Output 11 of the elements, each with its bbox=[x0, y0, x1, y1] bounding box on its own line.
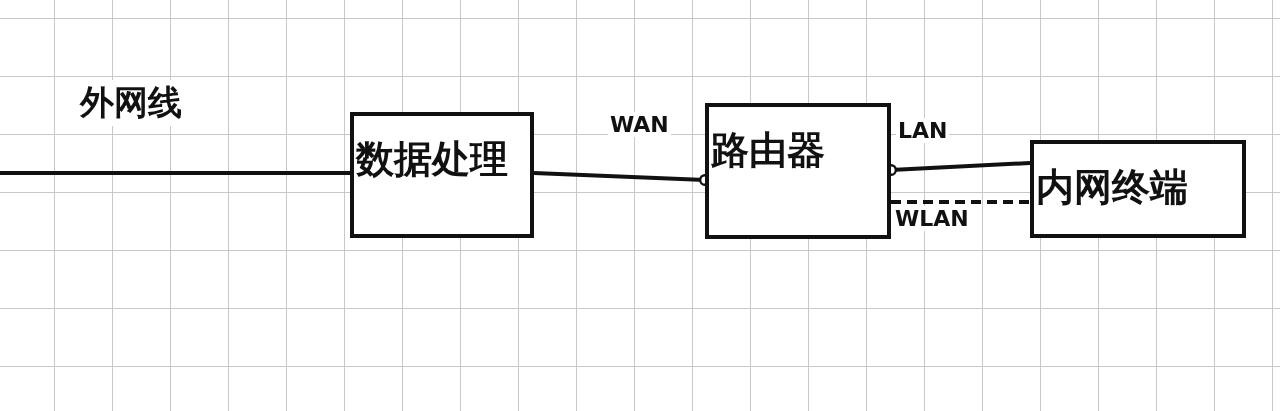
dashed-connector bbox=[891, 200, 1030, 204]
box-label: 路由器 bbox=[711, 127, 825, 174]
box-label: 数据处理 bbox=[356, 136, 508, 183]
process-box bbox=[350, 112, 534, 238]
edge-label: LAN bbox=[896, 118, 950, 143]
edge-label: 外网线 bbox=[78, 80, 184, 126]
edge-label: WAN bbox=[608, 112, 671, 137]
box-label: 内网终端 bbox=[1036, 164, 1188, 211]
process-box bbox=[705, 103, 891, 239]
process-box bbox=[1030, 140, 1246, 238]
connector-line bbox=[0, 171, 350, 175]
